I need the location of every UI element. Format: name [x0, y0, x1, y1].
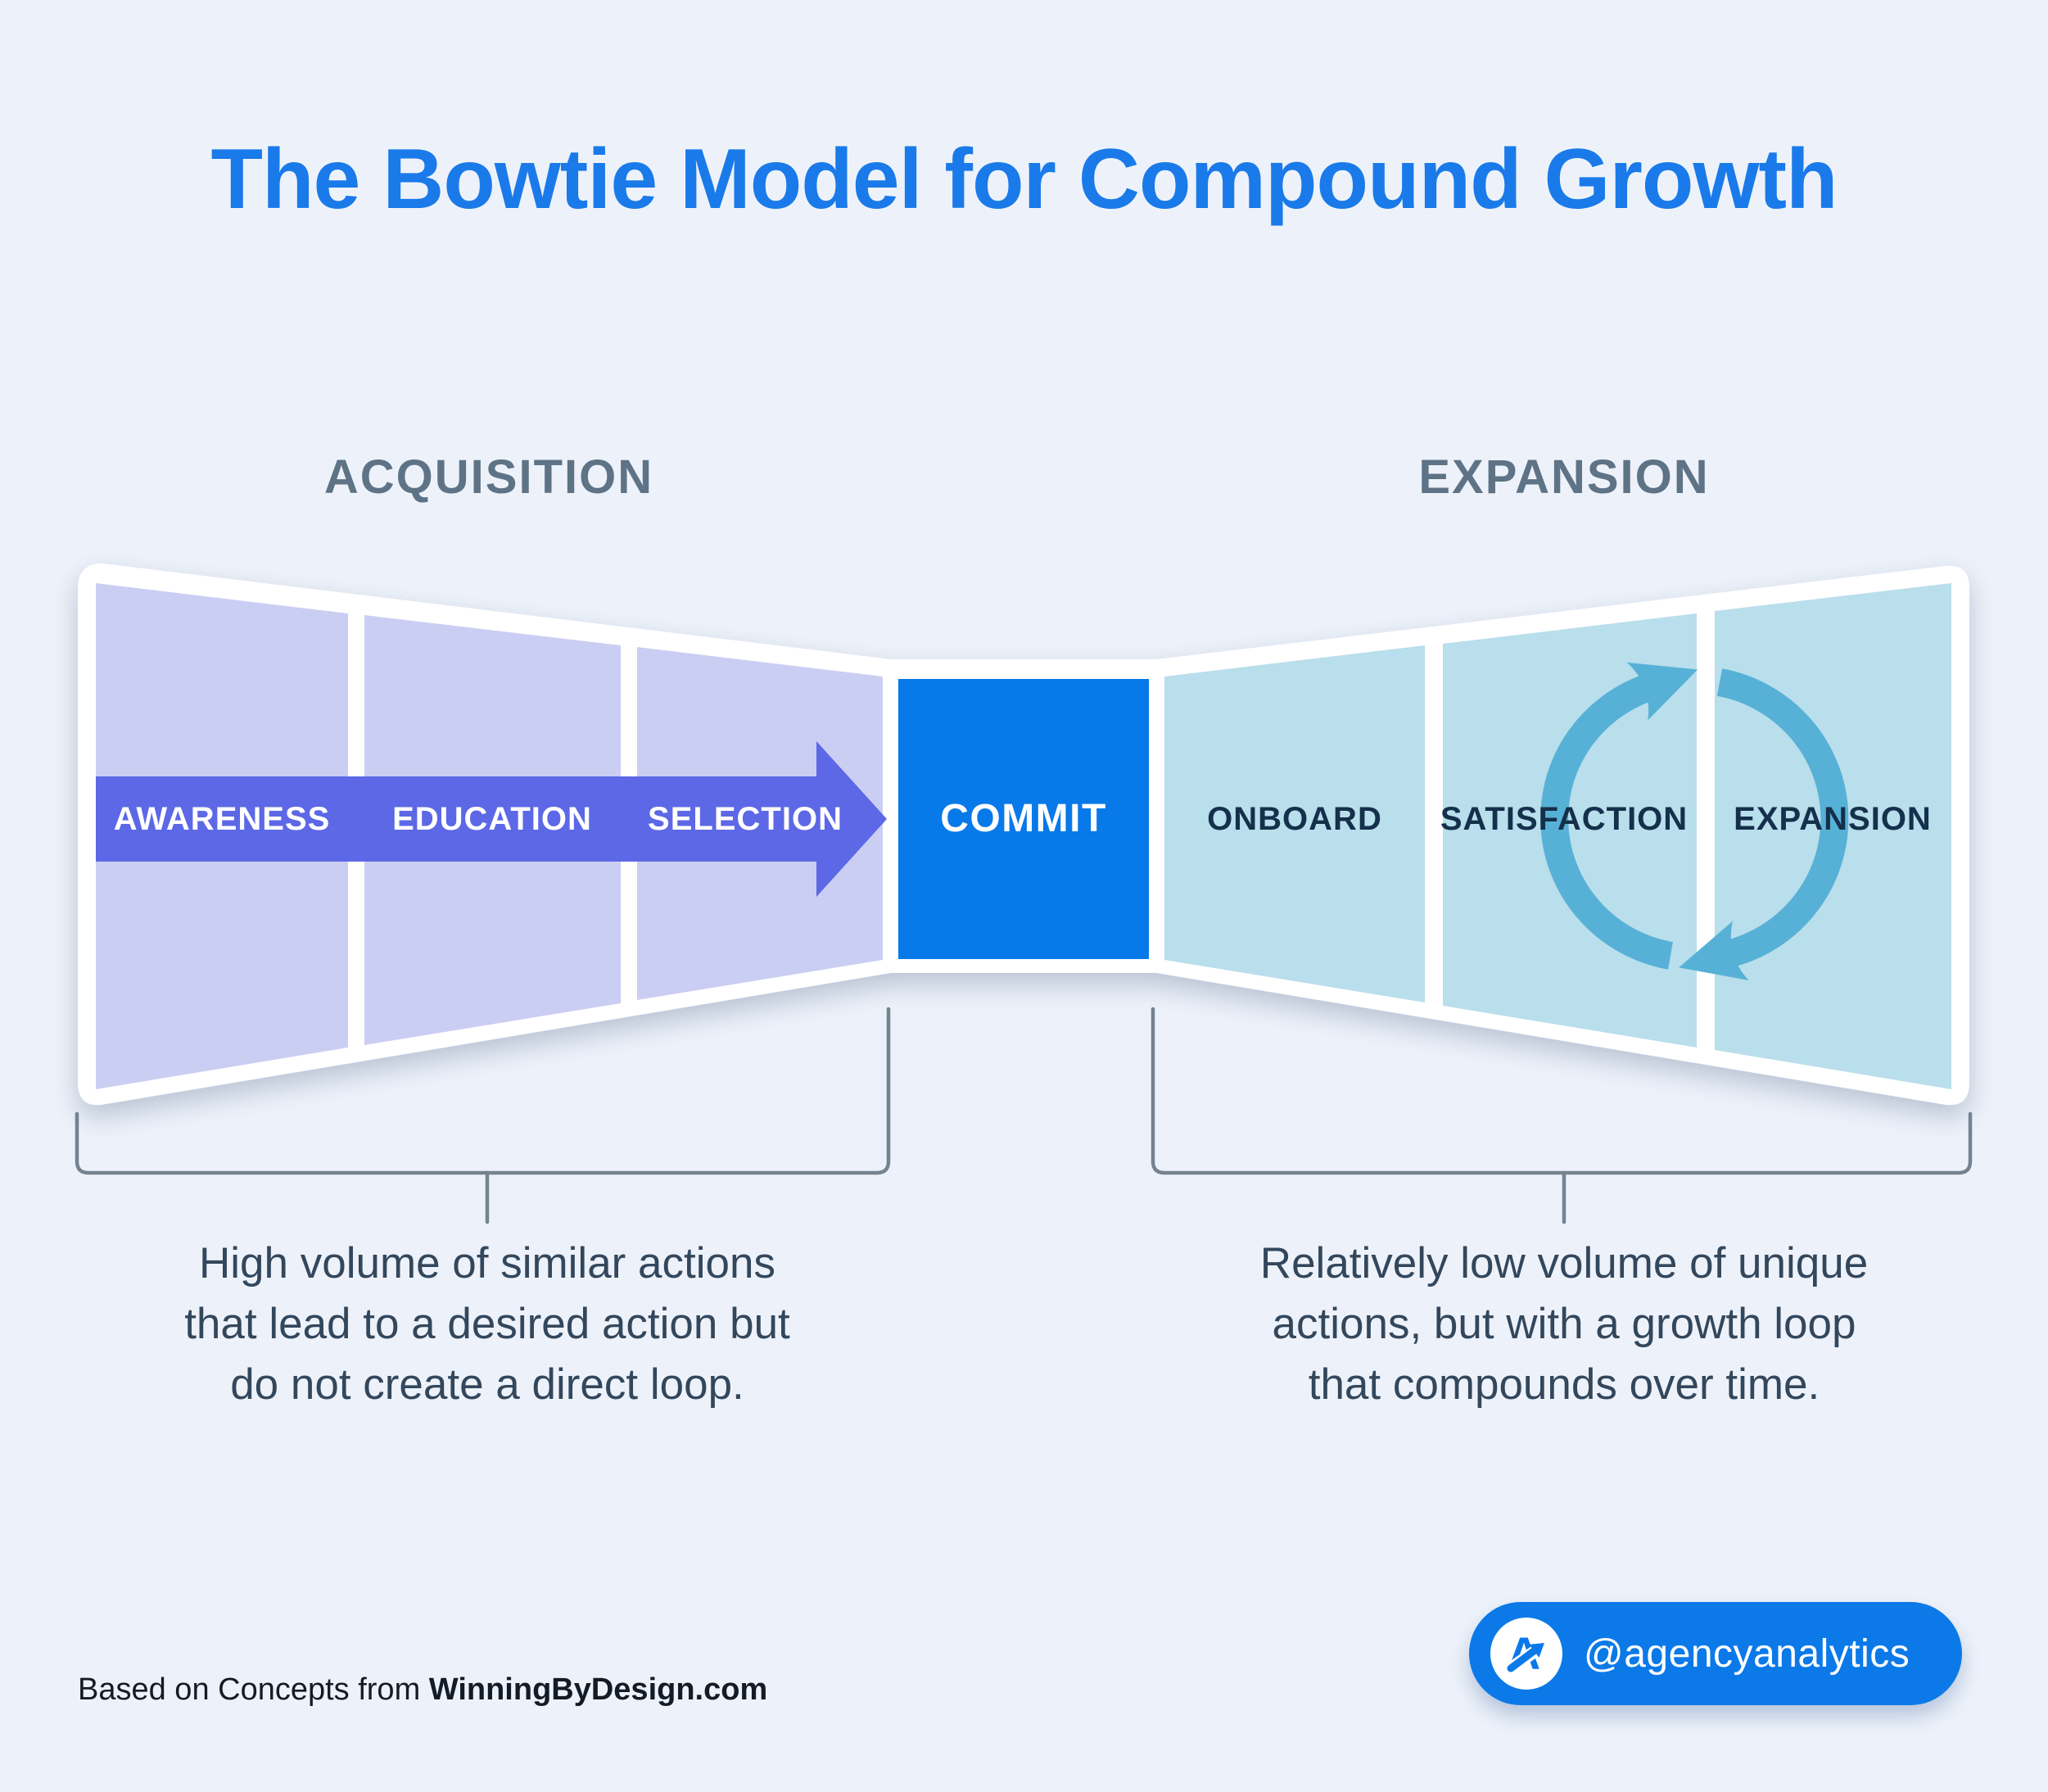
agencyanalytics-a-arrow-icon: A [1490, 1618, 1562, 1690]
social-handle-text: @agencyanalytics [1584, 1631, 1910, 1676]
stage-label-satisfaction: SATISFACTION [1440, 801, 1689, 837]
attribution-prefix: Based on Concepts from [78, 1672, 429, 1707]
stage-label-awareness: AWARENESS [113, 801, 331, 837]
stage-label-commit: COMMIT [940, 797, 1107, 840]
section-label-expansion: EXPANSION [1418, 450, 1710, 504]
acquisition-bracket [75, 1007, 891, 1224]
page-title: The Bowtie Model for Compound Growth [210, 132, 1838, 227]
attribution-text: Based on Concepts from WinningByDesign.c… [78, 1671, 767, 1708]
stage-label-selection: SELECTION [648, 801, 843, 837]
expansion-description: Relatively low volume of unique actions,… [1259, 1239, 1869, 1409]
commit-box [898, 679, 1149, 959]
stage-label-expansion: EXPANSION [1734, 801, 1932, 837]
cycle-arc-right [1679, 668, 1849, 980]
cycle-arrows-icon [1540, 662, 1849, 980]
section-label-acquisition: ACQUISITION [323, 450, 654, 504]
panel-onboard [1164, 645, 1425, 1002]
right-arrow-icon [96, 741, 887, 897]
cycle-arc-left [1540, 662, 1698, 970]
stage-label-onboard: ONBOARD [1207, 801, 1382, 837]
acquisition-description: High volume of similar actions that lead… [184, 1239, 790, 1409]
stage-label-education: EDUCATION [392, 801, 592, 837]
attribution-brand: WinningByDesign.com [428, 1672, 768, 1707]
expansion-bracket [1151, 1007, 1973, 1224]
social-handle-pill: A @agencyanalytics [1469, 1602, 1962, 1705]
